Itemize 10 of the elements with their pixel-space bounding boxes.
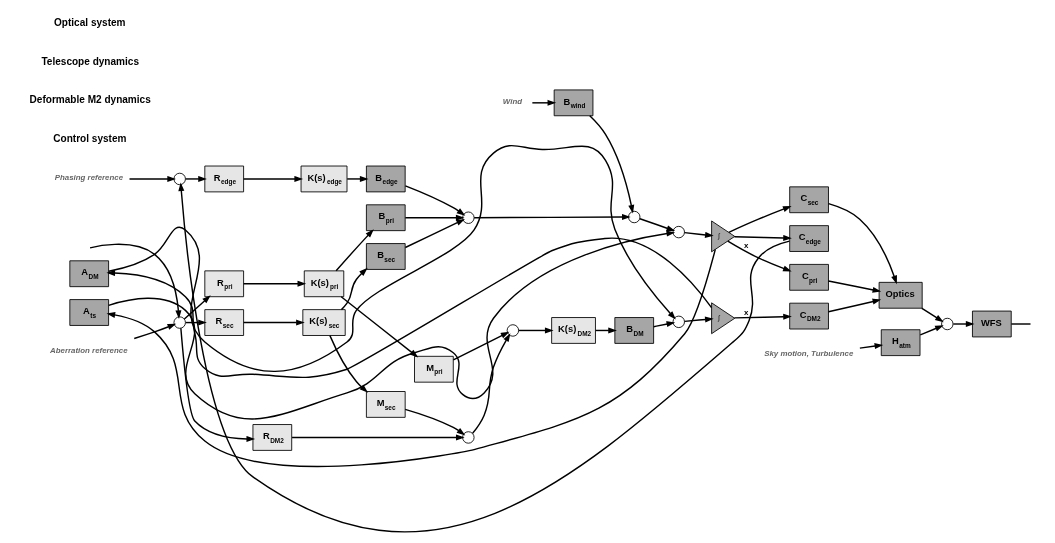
label: Telescope dynamics [41, 55, 140, 67]
node-text: Sky motion, Turbulence [764, 349, 854, 359]
edge-label: x [744, 307, 749, 317]
label: Deformable M2 dynamics [29, 94, 151, 106]
node-text: Aberration reference [50, 345, 128, 355]
node-text: Wind [502, 97, 523, 107]
label: Optical system [54, 16, 126, 28]
node-text: Phasing reference [54, 173, 124, 183]
label: Control system [53, 133, 127, 145]
edge-label: x [744, 241, 749, 251]
